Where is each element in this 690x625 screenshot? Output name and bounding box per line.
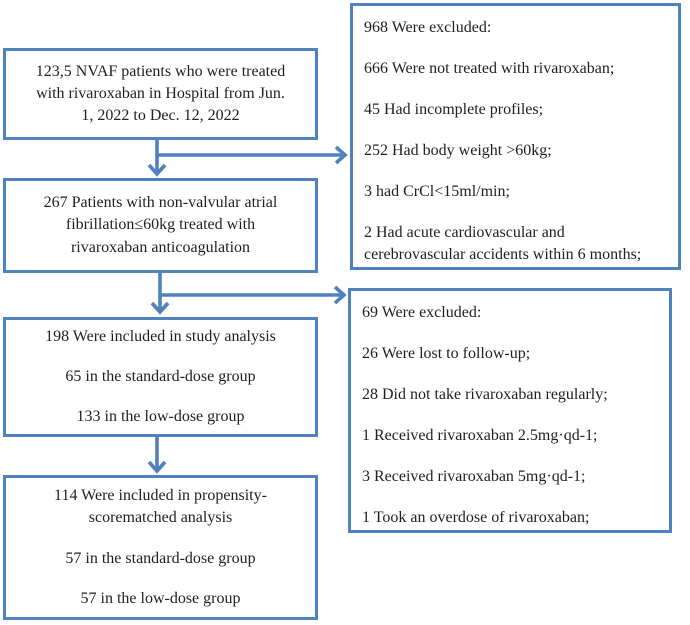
- text-line: with rivaroxaban in Hospital from Jun.: [36, 84, 285, 102]
- text-line: fibrillation≤60kg treated with: [65, 216, 256, 234]
- exclusion-item: 2 Had acute cardiovascular and cerebrova…: [364, 224, 642, 264]
- box-excluded-second-stage: 69 Were excluded: 26 Were lost to follow…: [348, 288, 672, 533]
- arrow-eligible-to-study: [150, 273, 170, 315]
- study-low-dose: 133 in the low-dose group: [14, 406, 307, 428]
- psm-standard-dose: 57 in the standard-dose group: [14, 548, 307, 570]
- exclusion-item: 666 Were not treated with rivaroxaban;: [364, 60, 615, 78]
- box-propensity-matched-analysis: 114 Were included in propensity- scorema…: [3, 475, 318, 620]
- exclusion-item: 45 Had incomplete profiles;: [364, 101, 544, 119]
- exclusion-item: 3 Received rivaroxaban 5mg·qd-1;: [362, 468, 586, 486]
- arrow-study-to-psm: [147, 437, 167, 474]
- psm-total: 114 Were included in propensity- scorema…: [14, 485, 307, 529]
- text-line: 123,5 NVAF patients who were treated: [35, 62, 286, 80]
- text-line: rivaroxaban anticoagulation: [70, 238, 251, 256]
- text-line: 57 in the standard-dose group: [65, 549, 256, 567]
- box-study-analysis: 198 Were included in study analysis 65 i…: [3, 317, 318, 437]
- arrow-branch-to-excluded-first: [157, 145, 348, 165]
- box-eligible-patients: 267 Patients with non-valvular atrial fi…: [3, 178, 318, 273]
- exclusion-item: 1 Received rivaroxaban 2.5mg·qd-1;: [362, 427, 598, 445]
- study-total: 198 Were included in study analysis: [14, 326, 307, 348]
- text-line: 267 Patients with non-valvular atrial: [43, 194, 278, 212]
- box-excluded-first-stage: 968 Were excluded: 666 Were not treated …: [350, 3, 681, 270]
- exclusion-item: 252 Had body weight >60kg;: [364, 142, 552, 160]
- exclusion-item: 3 had CrCl<15ml/min;: [364, 183, 510, 201]
- exclusion-item: 1 Took an overdose of rivaroxaban;: [362, 509, 590, 527]
- box-screened-patients: 123,5 NVAF patients who were treated wit…: [3, 48, 318, 140]
- psm-low-dose: 57 in the low-dose group: [14, 588, 307, 610]
- box-screened-text: 123,5 NVAF patients who were treated wit…: [14, 61, 307, 127]
- text-line: 114 Were included in propensity-: [54, 487, 267, 505]
- text-line: 198 Were included in study analysis: [45, 327, 276, 345]
- exclusion-item: 69 Were excluded:: [362, 304, 482, 321]
- exclusion-item: 968 Were excluded:: [364, 19, 492, 36]
- study-standard-dose: 65 in the standard-dose group: [14, 366, 307, 388]
- text-line: scorematched analysis: [88, 509, 233, 527]
- text-line: 133 in the low-dose group: [76, 408, 245, 426]
- text-line: 65 in the standard-dose group: [65, 367, 256, 385]
- text-line: 57 in the low-dose group: [80, 589, 241, 607]
- box-eligible-text: 267 Patients with non-valvular atrial fi…: [14, 192, 307, 258]
- exclusion-item: 26 Were lost to follow-up;: [362, 345, 531, 363]
- text-line: 1, 2022 to Dec. 12, 2022: [81, 107, 240, 125]
- arrow-screened-to-eligible: [147, 140, 167, 177]
- exclusion-item: 28 Did not take rivaroxaban regularly;: [362, 386, 608, 404]
- arrow-branch-to-excluded-second: [160, 285, 347, 305]
